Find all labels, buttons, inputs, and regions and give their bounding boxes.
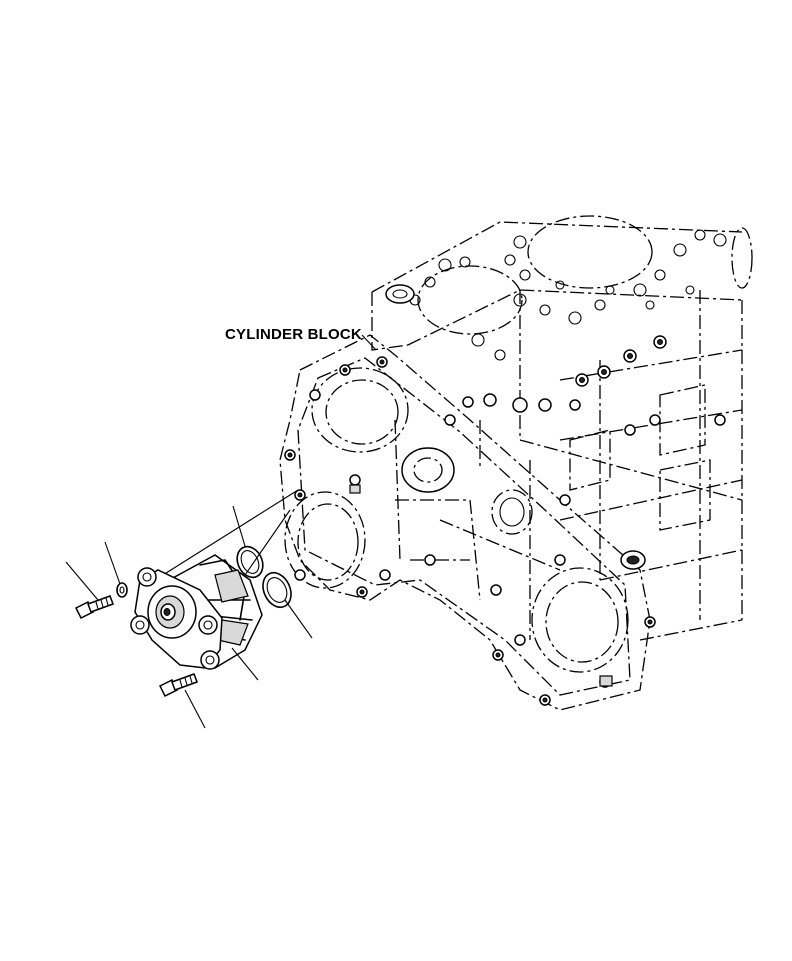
bolt-lower	[158, 673, 198, 698]
leader-o-ring-small	[232, 505, 246, 547]
leader-o-ring-large	[284, 599, 313, 639]
mounting-reference-line	[154, 489, 299, 581]
leader-cylinder-block	[361, 334, 377, 351]
cylinder-block	[279, 215, 753, 711]
cylinder-block-label: CYLINDER BLOCK	[225, 326, 362, 343]
bolt-upper	[74, 595, 114, 620]
leader-washer	[104, 541, 121, 585]
o-ring-small	[236, 545, 264, 579]
leader-pump	[231, 647, 259, 681]
o-ring-large	[262, 571, 292, 609]
leader-lines	[65, 334, 377, 729]
leader-bolt-lower	[184, 689, 206, 729]
pump-assembly	[130, 554, 263, 670]
washer	[116, 582, 128, 598]
leader-bolt-upper	[65, 561, 99, 601]
